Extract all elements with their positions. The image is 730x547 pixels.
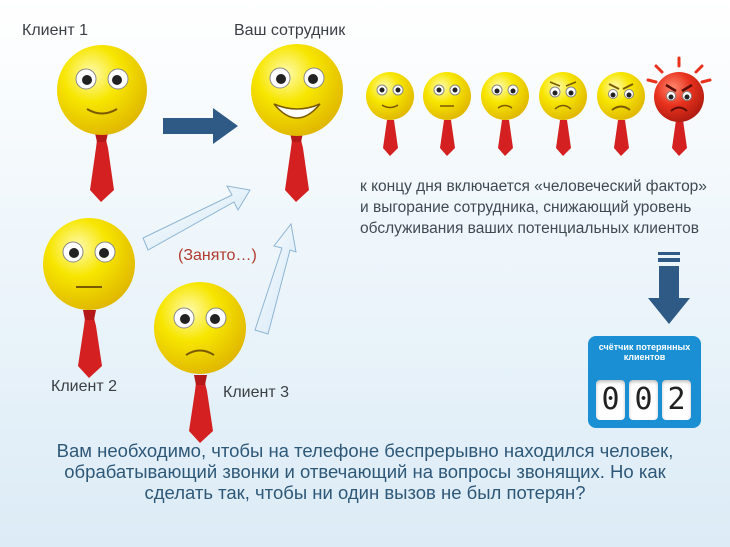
tie-icon — [556, 120, 571, 156]
smiley-icon — [251, 44, 343, 136]
arrow-right-icon — [163, 108, 238, 144]
tie-icon — [498, 120, 513, 156]
mood-degradation-row — [366, 56, 712, 156]
arrow-up-icon — [142, 185, 251, 251]
smiley-icon — [423, 72, 471, 120]
smiley-icon — [539, 72, 587, 120]
arrow-down-icon — [648, 252, 690, 324]
smiley-icon — [57, 45, 147, 135]
client2-character — [43, 218, 135, 378]
client1-label: Клиент 1 — [22, 22, 88, 39]
tie-icon — [189, 383, 213, 443]
smiley-icon — [43, 218, 135, 310]
client1-character — [57, 45, 147, 202]
tie-icon — [672, 120, 687, 156]
lost-clients-counter: счётчик потерянных клиентов 0 0 2 — [588, 336, 701, 428]
counter-digit: 0 — [596, 380, 625, 420]
tie-icon — [383, 120, 398, 156]
tie-icon — [614, 120, 629, 156]
tie-icon — [285, 140, 309, 202]
tie-icon — [440, 120, 455, 156]
smiley-icon — [654, 72, 704, 122]
smiley-icon — [154, 282, 246, 374]
client2-label: Клиент 2 — [51, 378, 117, 395]
smiley-icon — [366, 72, 414, 120]
counter-digits: 0 0 2 — [596, 380, 691, 420]
counter-digit: 2 — [662, 380, 691, 420]
counter-digit: 0 — [629, 380, 658, 420]
bottom-question-text: Вам необходимо, чтобы на телефоне беспре… — [56, 440, 674, 503]
smiley-icon — [597, 72, 645, 120]
client3-character — [154, 282, 246, 443]
busy-label: (Занято…) — [178, 247, 257, 264]
arrow-up-icon — [254, 222, 297, 335]
smiley-icon — [481, 72, 529, 120]
counter-title: счётчик потерянных клиентов — [598, 342, 691, 362]
employee-label: Ваш сотрудник — [234, 22, 346, 39]
burnout-description: к концу дня включается «человеческий фак… — [360, 178, 707, 237]
tie-icon — [90, 140, 114, 202]
tie-icon — [78, 318, 102, 378]
employee-character — [251, 44, 343, 202]
client3-label: Клиент 3 — [223, 384, 289, 401]
